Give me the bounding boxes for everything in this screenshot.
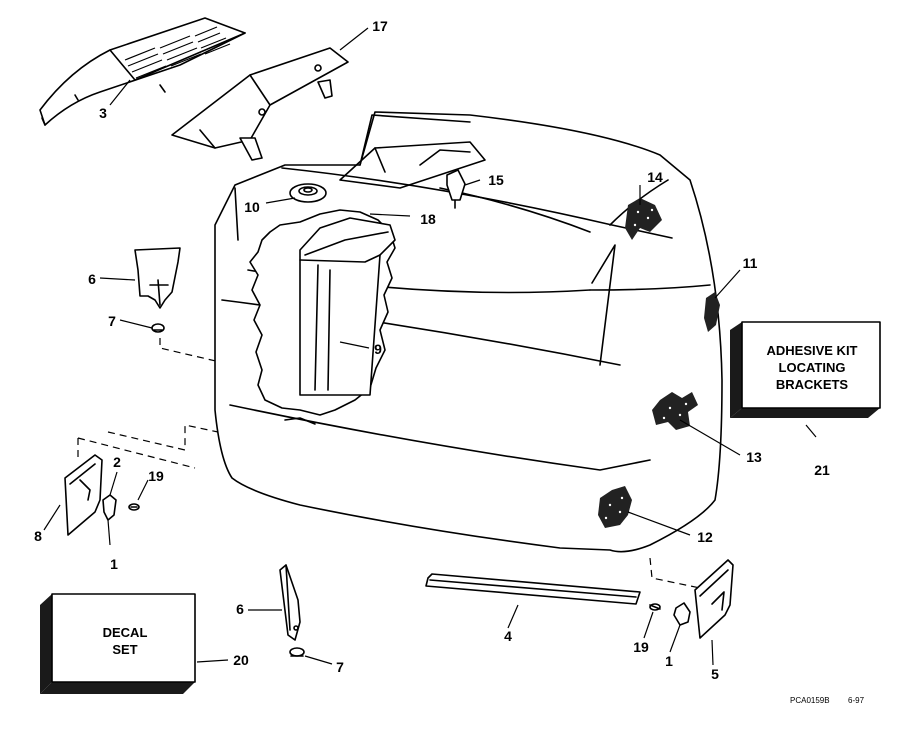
callout-3: 3 bbox=[99, 105, 107, 121]
cutaway-view bbox=[249, 209, 396, 425]
callout-19-right: 19 bbox=[633, 639, 649, 655]
callout-6-upper: 6 bbox=[88, 271, 96, 287]
part-8-bracket-left bbox=[64, 454, 103, 536]
part-1-clip-right bbox=[673, 602, 691, 626]
part-6-bracket-lower bbox=[279, 564, 301, 641]
part-6-bracket-upper bbox=[134, 247, 181, 309]
part-19-screw-right bbox=[649, 603, 661, 611]
part-7-clip-upper bbox=[151, 323, 165, 333]
callout-1-right: 1 bbox=[665, 653, 673, 669]
adhesive-kit-line3: BRACKETS bbox=[776, 377, 849, 392]
callout-21: 21 bbox=[814, 462, 830, 478]
callout-4: 4 bbox=[504, 628, 512, 644]
callout-9: 9 bbox=[374, 341, 382, 357]
decal-set-box: DECAL SET bbox=[40, 593, 196, 694]
figure-date: 6-97 bbox=[848, 696, 865, 705]
part-5-bracket-right bbox=[694, 559, 734, 639]
callout-14: 14 bbox=[647, 169, 663, 185]
callout-12: 12 bbox=[697, 529, 713, 545]
adhesive-patch-11 bbox=[704, 292, 720, 332]
figure-footer: PCA0159B 6-97 bbox=[790, 696, 865, 705]
figure-code: PCA0159B bbox=[790, 696, 830, 705]
callout-18: 18 bbox=[420, 211, 436, 227]
leader-lines bbox=[43, 27, 817, 666]
callout-7-upper: 7 bbox=[108, 313, 116, 329]
callout-11: 11 bbox=[743, 255, 758, 271]
adhesive-patch-14 bbox=[625, 198, 662, 240]
callout-5: 5 bbox=[711, 666, 719, 682]
assembly-dashed-lines bbox=[77, 338, 701, 589]
callout-numbers: 3 17 10 18 15 14 11 6 7 9 13 21 2 19 8 1… bbox=[34, 18, 830, 682]
part-3-vent-grille bbox=[39, 17, 246, 126]
callout-8: 8 bbox=[34, 528, 42, 544]
part-19-screw-left bbox=[128, 503, 140, 511]
adhesive-kit-line1: ADHESIVE KIT bbox=[766, 343, 857, 358]
callout-13: 13 bbox=[746, 449, 762, 465]
adhesive-patch-13 bbox=[652, 392, 698, 430]
callout-2: 2 bbox=[113, 454, 121, 470]
callout-7-lower: 7 bbox=[336, 659, 344, 675]
callout-15: 15 bbox=[488, 172, 504, 188]
part-17-top-cover bbox=[171, 47, 349, 161]
callout-20: 20 bbox=[233, 652, 249, 668]
decal-set-line2: SET bbox=[112, 642, 137, 657]
part-2-clip bbox=[102, 494, 117, 521]
adhesive-patch-12 bbox=[598, 486, 632, 528]
callout-17: 17 bbox=[372, 18, 388, 34]
part-7-clip-lower bbox=[289, 647, 305, 657]
part-4-seal-strip bbox=[425, 573, 641, 605]
adhesive-kit-box: ADHESIVE KIT LOCATING BRACKETS bbox=[730, 321, 881, 418]
adhesive-kit-line2: LOCATING bbox=[779, 360, 846, 375]
callout-10: 10 bbox=[244, 199, 260, 215]
decal-set-line1: DECAL bbox=[103, 625, 148, 640]
callout-6-lower: 6 bbox=[236, 601, 244, 617]
callout-1-left: 1 bbox=[110, 556, 118, 572]
callout-19-left: 19 bbox=[148, 468, 164, 484]
